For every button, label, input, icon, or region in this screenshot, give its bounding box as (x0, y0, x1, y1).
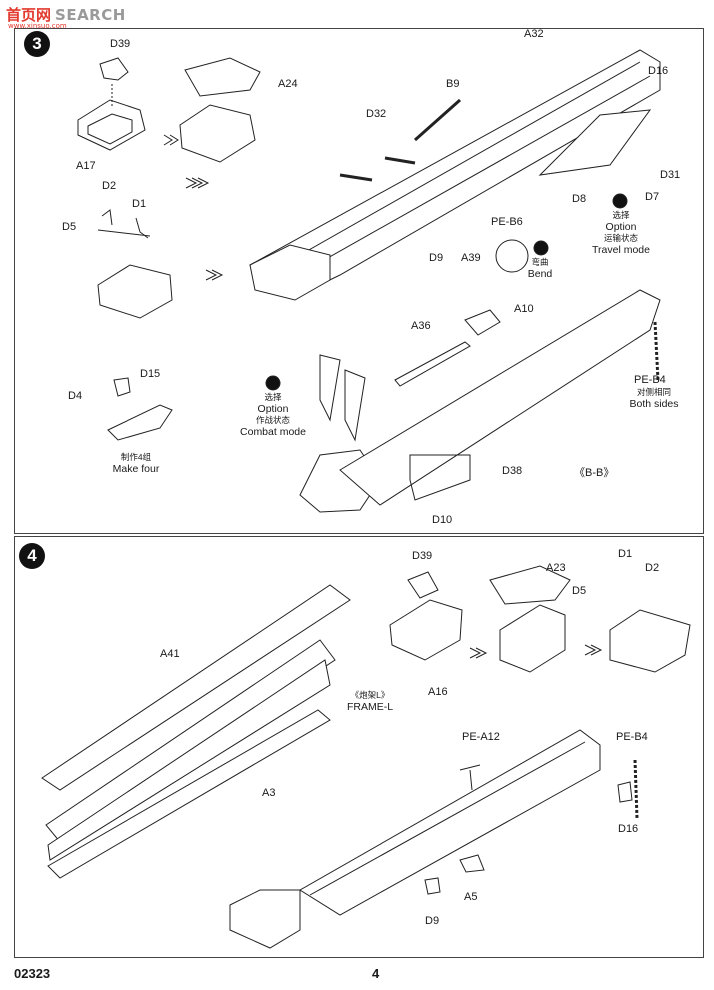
label-d16-step3: D16 (648, 65, 669, 77)
label-d32: D32 (366, 108, 387, 120)
label-pe-b6: PE-B6 (491, 216, 523, 228)
product-code: 02323 (14, 966, 51, 981)
label-b9: B9 (446, 78, 460, 90)
label-d9-step4: D9 (425, 915, 440, 927)
label-a5: A5 (464, 891, 478, 903)
label-d38: D38 (502, 465, 523, 477)
page-number: 4 (372, 966, 380, 981)
label-a3: A3 (262, 787, 276, 799)
note-frame-l: 《炮架L》 FRAME-L (342, 690, 398, 713)
make-four-cn: 制作4组 (120, 452, 152, 462)
label-d4: D4 (68, 390, 83, 402)
label-d1-step3: D1 (132, 198, 147, 210)
label-d39-step4: D39 (412, 550, 433, 562)
label-pe-b4-step3: PE-B4 (634, 374, 666, 386)
both-sides-cn: 对侧相同 (636, 387, 671, 397)
label-d15: D15 (140, 368, 161, 380)
combat-option-cn: 选择 (264, 392, 282, 402)
label-d10: D10 (432, 514, 453, 526)
label-d8: D8 (572, 193, 587, 205)
frame-l-en: FRAME-L (346, 701, 394, 713)
label-a24: A24 (278, 78, 298, 90)
bend-en: Bend (527, 268, 553, 280)
combat-mode-cn: 作战状态 (255, 415, 290, 425)
watermark-brand-en: SEARCH (55, 6, 126, 24)
label-section-bb: 《B-B》 (574, 467, 615, 479)
label-a39: A39 (461, 252, 481, 264)
label-a10: A10 (514, 303, 534, 315)
label-a32: A32 (524, 28, 544, 40)
watermark-domain: www.xinsuo.com (8, 22, 67, 30)
combat-mode-en: Combat mode (240, 426, 306, 438)
note-bend: 弯曲 Bend (520, 257, 560, 280)
label-d7: D7 (645, 191, 660, 203)
label-d9-step3: D9 (429, 252, 444, 264)
label-d39-step3: D39 (110, 38, 131, 50)
label-d5-step4: D5 (572, 585, 587, 597)
both-sides-en: Both sides (629, 398, 679, 410)
travel-option-cn: 选择 (612, 210, 630, 220)
label-pe-a12: PE-A12 (462, 731, 500, 743)
step4-number: 4 (19, 543, 45, 569)
note-make-four: 制作4组 Make four (108, 452, 164, 475)
label-a17: A17 (76, 160, 96, 172)
travel-mode-cn: 运输状态 (603, 233, 638, 243)
step3-number: 3 (24, 31, 50, 57)
label-d2-step3: D2 (102, 180, 117, 192)
label-d1-step4: D1 (618, 548, 633, 560)
label-a16: A16 (428, 686, 448, 698)
note-combat-mode: 选择 Option 作战状态 Combat mode (236, 392, 310, 438)
travel-mode-en: Travel mode (592, 244, 650, 256)
label-a23: A23 (546, 562, 566, 574)
travel-option-en: Option (605, 221, 637, 233)
watermark-brand-cn: 首页网 (6, 6, 52, 24)
bend-cn: 弯曲 (531, 257, 549, 267)
label-pe-b4-step4: PE-B4 (616, 731, 648, 743)
label-a36: A36 (411, 320, 431, 332)
frame-l-cn: 《炮架L》 (350, 690, 390, 700)
combat-option-en: Option (257, 403, 289, 415)
label-d16-step4: D16 (618, 823, 639, 835)
label-d5-step3: D5 (62, 221, 77, 233)
label-a41: A41 (160, 648, 180, 660)
make-four-en: Make four (112, 463, 160, 475)
note-travel-mode: 选择 Option 运输状态 Travel mode (586, 210, 656, 256)
note-both-sides: 对侧相同 Both sides (622, 387, 686, 410)
label-d31: D31 (660, 169, 681, 181)
label-d2-step4: D2 (645, 562, 660, 574)
